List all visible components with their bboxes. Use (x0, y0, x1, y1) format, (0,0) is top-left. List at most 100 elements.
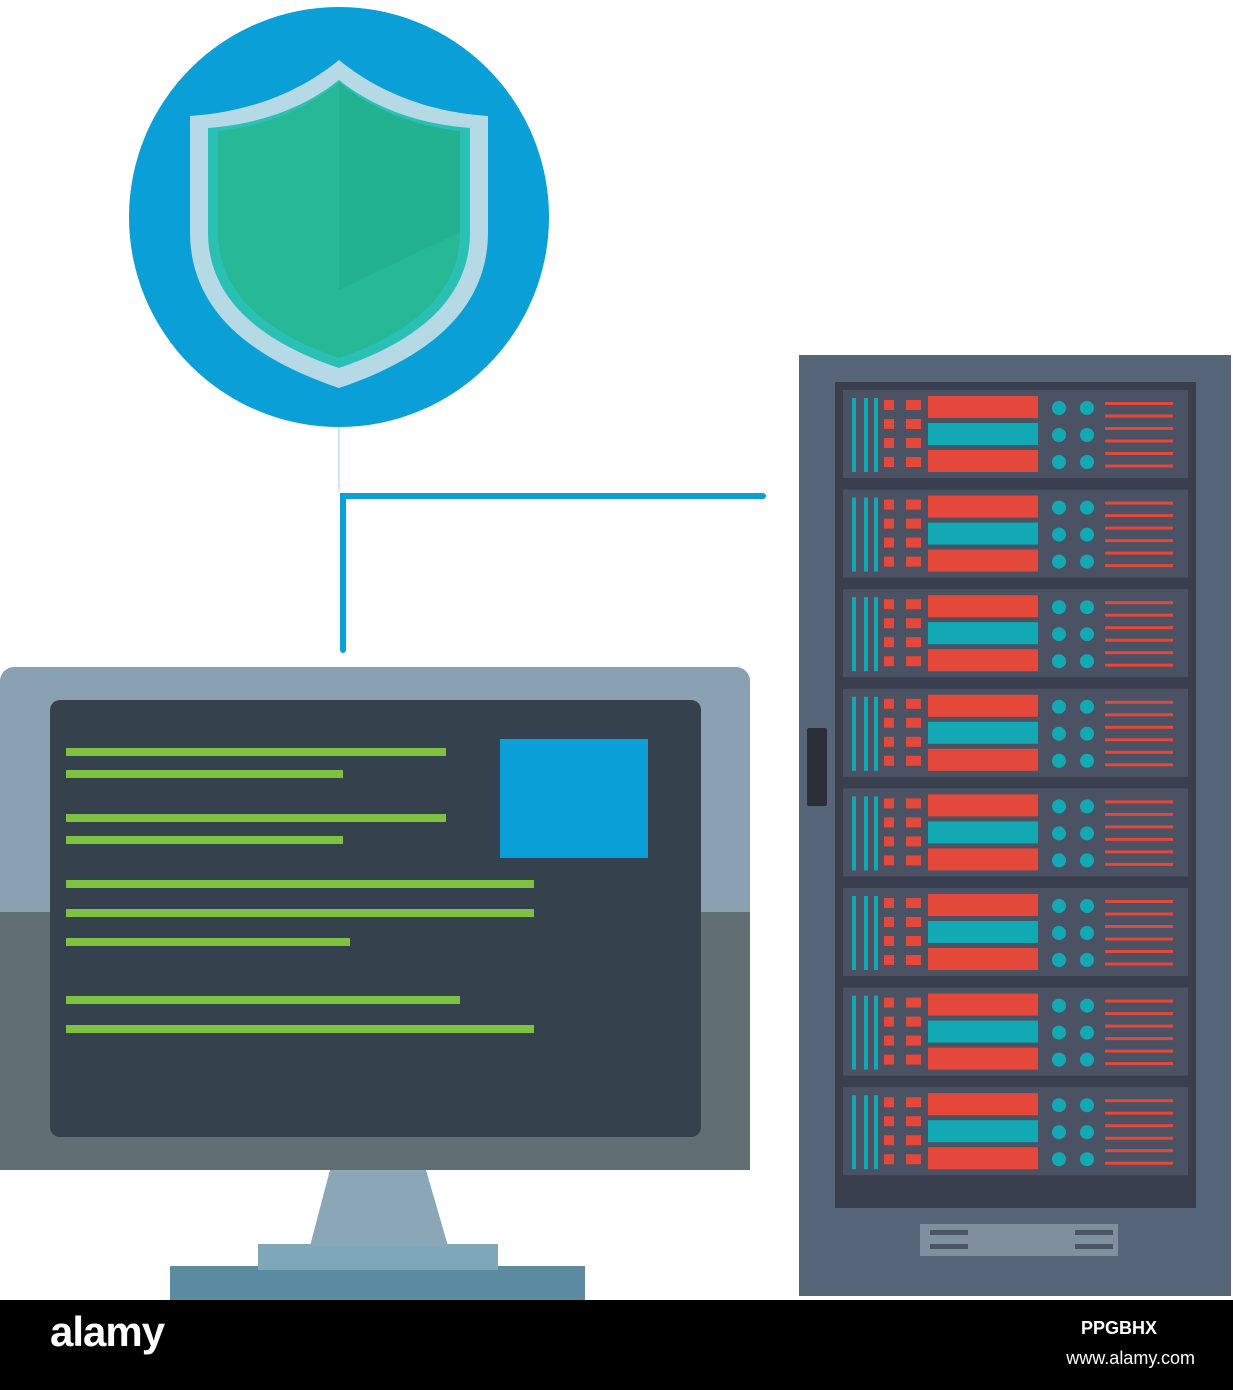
illustration (0, 7, 1231, 1300)
rack-vent-slots (930, 1230, 1113, 1249)
rack-unit (843, 788, 1188, 877)
rack-unit-block (906, 1035, 921, 1046)
rack-unit (843, 390, 1188, 478)
rack-unit-stripe (1105, 812, 1173, 816)
rack-unit-led (1052, 500, 1066, 515)
rack-unit-panel (928, 522, 1038, 545)
rack-unit (843, 1087, 1188, 1176)
rack-unit (843, 688, 1188, 777)
rack-unit-block (884, 798, 894, 809)
rack-unit-stripe (1105, 1161, 1173, 1165)
rack-unit-stripe (1105, 551, 1173, 555)
rack-unit-block (884, 855, 894, 866)
rack-unit-bar (864, 696, 868, 771)
rack-unit-stripe (1105, 850, 1173, 854)
rack-unit-stripe (1105, 626, 1173, 630)
rack-unit-led (1080, 926, 1094, 940)
rack-unit-block (884, 656, 894, 667)
rack-unit-led (1080, 1025, 1094, 1040)
rack-unit-bar (864, 597, 868, 672)
rack-unit-led (1080, 726, 1094, 741)
rack-unit-led (1080, 953, 1094, 967)
rack-unit-stripe (1105, 1062, 1173, 1066)
screen-text-lines (66, 748, 534, 1033)
rack-unit-stripe (1105, 725, 1173, 729)
rack-unit-stripe (1105, 738, 1173, 742)
rack-unit-bar (864, 1095, 868, 1170)
rack-unit-bar (874, 995, 878, 1070)
rack-unit-bar (864, 497, 868, 572)
rack-unit-led (1080, 899, 1094, 913)
rack-unit-block (906, 917, 921, 927)
rack-unit-stripe (1105, 900, 1173, 903)
rack-unit-panel (928, 495, 1038, 518)
rack-unit-led (1052, 654, 1066, 669)
rack-unit-led (1052, 527, 1066, 542)
rack-unit-block (906, 457, 921, 467)
rack-unit-panel (928, 921, 1038, 943)
rack-unit-block (906, 1054, 921, 1065)
rack-unit-led (1080, 853, 1094, 868)
rack-unit-block (884, 917, 894, 927)
rack-unit-led (1080, 428, 1094, 442)
rack-unit-led (1080, 799, 1094, 814)
rack-unit-block (884, 1035, 894, 1046)
rack-unit-block (884, 618, 894, 629)
rack-unit-block (884, 1097, 894, 1108)
rack-unit-panel (928, 694, 1038, 717)
rack-units (843, 390, 1188, 1176)
rack-unit-block (906, 936, 921, 946)
rack-unit-block (906, 955, 921, 965)
shield-icon-shade (339, 82, 460, 290)
rack-unit-bar (864, 896, 868, 970)
rack-unit-block (906, 400, 921, 410)
rack-unit-led (1052, 1125, 1066, 1140)
monitor-stand-base (170, 1266, 585, 1300)
rack-unit-led (1052, 998, 1066, 1013)
rack-unit-block (884, 717, 894, 728)
rack-unit-block (884, 537, 894, 548)
rack-unit-block (884, 1016, 894, 1027)
rack-unit-stripe (1105, 414, 1173, 418)
rack-unit-led (1052, 726, 1066, 741)
rack-unit-block (884, 817, 894, 828)
rack-unit-bar (874, 597, 878, 672)
rack-unit-block (906, 1154, 921, 1165)
rack-unit-block (884, 499, 894, 510)
rack-unit-bar (874, 1095, 878, 1170)
rack-unit-panel (928, 993, 1038, 1016)
rack-unit-stripe (1105, 713, 1173, 717)
site-url: www.alamy.com (1066, 1348, 1195, 1368)
rack-unit-block (906, 1116, 921, 1127)
rack-unit-stripe (1105, 1111, 1173, 1115)
rack-unit-panel (928, 549, 1038, 572)
rack-unit-led (1080, 527, 1094, 542)
rack-unit-block (884, 419, 894, 429)
rack-unit-stripe (1105, 613, 1173, 617)
rack-unit-block (906, 836, 921, 847)
rack-unit-led (1080, 654, 1094, 669)
rack-unit-led (1052, 600, 1066, 615)
rack-unit-block (906, 855, 921, 866)
rack-unit-block (906, 656, 921, 667)
rack-unit-led (1080, 401, 1094, 415)
rack-unit-stripe (1105, 1099, 1173, 1103)
rack-unit-led (1052, 826, 1066, 841)
rack-unit-led (1052, 554, 1066, 569)
rack-unit-block (906, 556, 921, 567)
rack-unit-led (1080, 753, 1094, 768)
rack-unit-panel (928, 1093, 1038, 1116)
rack-unit-led (1052, 853, 1066, 868)
rack-unit-led (1080, 1052, 1094, 1067)
monitor-stand-plate (258, 1244, 498, 1270)
rack-unit-block (884, 936, 894, 946)
rack-unit-block (906, 898, 921, 908)
rack-unit-led (1080, 998, 1094, 1013)
network-connector (338, 427, 766, 653)
rack-unit-stripe (1105, 564, 1173, 568)
rack-unit-panel (928, 649, 1038, 672)
rack-unit-led (1052, 1152, 1066, 1167)
rack-unit-led (1052, 799, 1066, 814)
rack-unit-led (1080, 455, 1094, 469)
rack-unit-stripe (1105, 1136, 1173, 1140)
